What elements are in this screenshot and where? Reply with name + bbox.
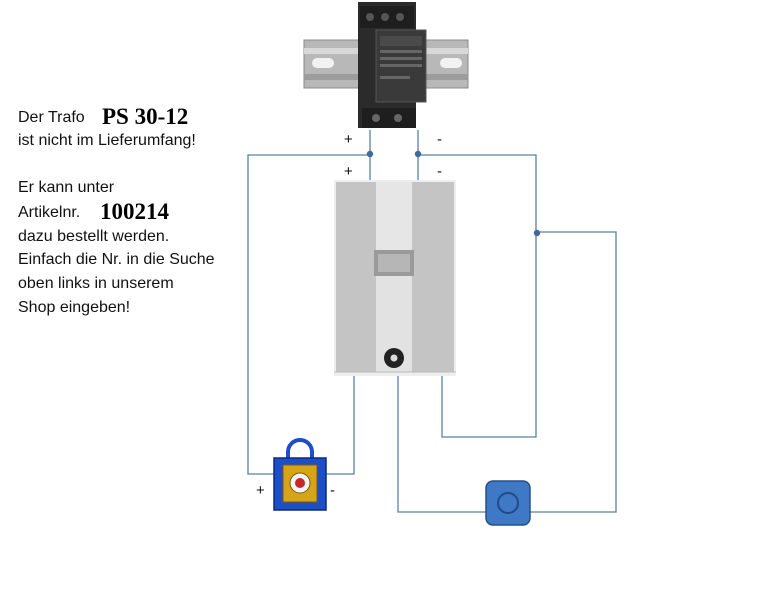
note-line-3: Er kann unter xyxy=(18,179,115,196)
note-line-1-prefix: Der Trafo xyxy=(18,109,85,126)
psu-plus-label: + xyxy=(344,131,353,148)
lock-minus-label: - xyxy=(330,482,335,499)
controller-unit-icon xyxy=(334,180,456,376)
note-line-7: oben links in unserem xyxy=(18,275,174,292)
unit-minus-label: - xyxy=(437,163,442,180)
note-line-5: dazu bestellt werden. xyxy=(18,228,170,245)
note-line-6: Einfach die Nr. in die Suche xyxy=(18,251,215,268)
psu-minus-label: - xyxy=(437,131,442,148)
note-line-2: ist nicht im Lieferumfang! xyxy=(18,132,196,149)
wire-junctions xyxy=(366,150,541,237)
trafo-model: PS 30-12 xyxy=(102,104,189,129)
unit-plus-label: + xyxy=(344,163,353,180)
note-line-4-prefix: Artikelnr. xyxy=(18,204,81,221)
electric-lock-icon xyxy=(273,438,327,511)
lock-plus-label: + xyxy=(256,482,265,499)
push-button-icon xyxy=(485,480,531,526)
article-number: 100214 xyxy=(100,199,169,224)
note-line-8: Shop eingeben! xyxy=(18,299,131,316)
power-supply-icon xyxy=(358,2,427,128)
